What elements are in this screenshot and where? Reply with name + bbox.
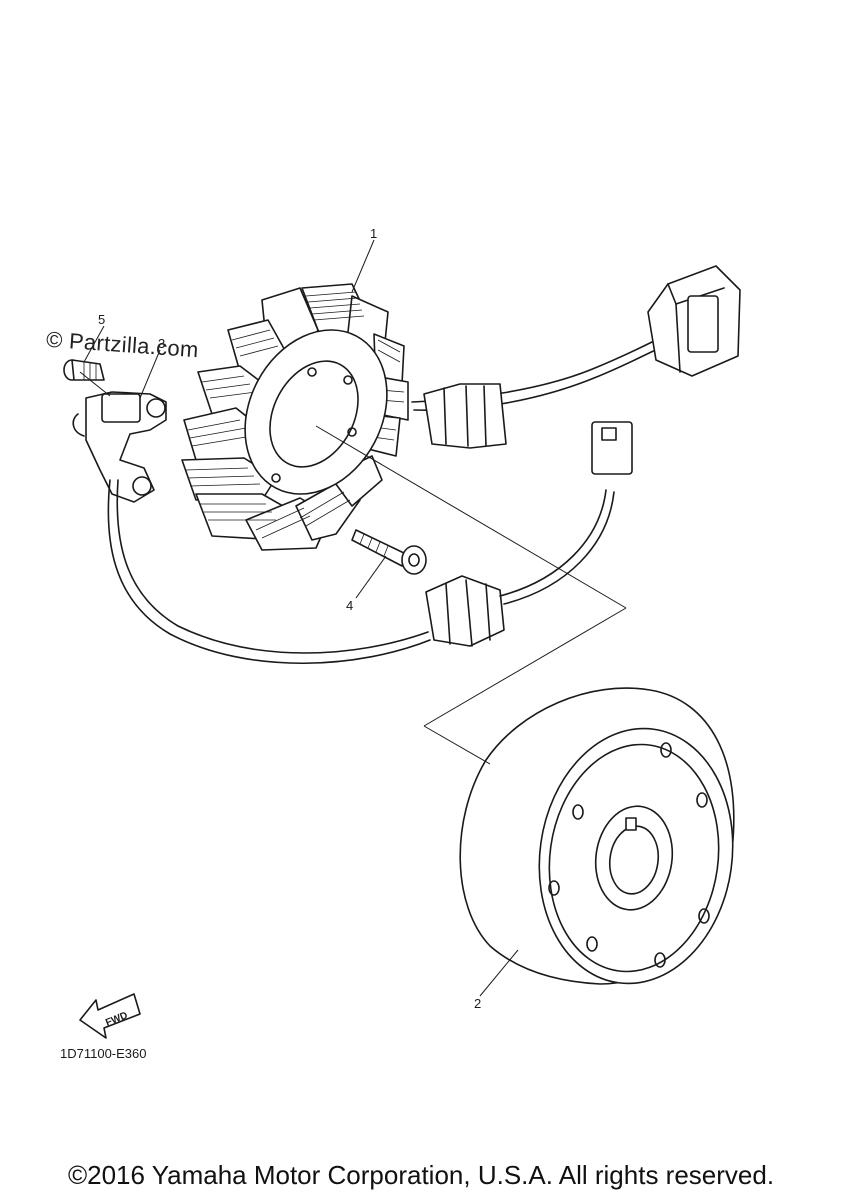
stator-bore	[269, 360, 359, 468]
callout-1: 1	[370, 226, 377, 241]
rotor-flywheel	[459, 687, 735, 985]
diagram-code: 1D71100-E360	[60, 1046, 147, 1061]
pickup-harness	[425, 421, 633, 647]
callout-5: 5	[98, 312, 105, 327]
copyright-notice: ©2016 Yamaha Motor Corporation, U.S.A. A…	[67, 1160, 775, 1190]
stator-assembly	[181, 283, 409, 551]
pickup-coupler	[591, 421, 633, 475]
callout-2: 2	[474, 996, 481, 1011]
stator-harness	[411, 265, 741, 449]
assembly-lines	[79, 371, 627, 765]
callout-3: 3	[158, 336, 165, 351]
pickup-coil	[72, 391, 431, 665]
callout-4: 4	[346, 598, 353, 613]
bolt-part-5	[63, 359, 105, 381]
coil-winding-lines	[185, 291, 405, 539]
callout-leaders	[83, 239, 519, 997]
fwd-arrow-icon: FWD	[79, 993, 141, 1039]
screw-part-4	[351, 529, 427, 575]
